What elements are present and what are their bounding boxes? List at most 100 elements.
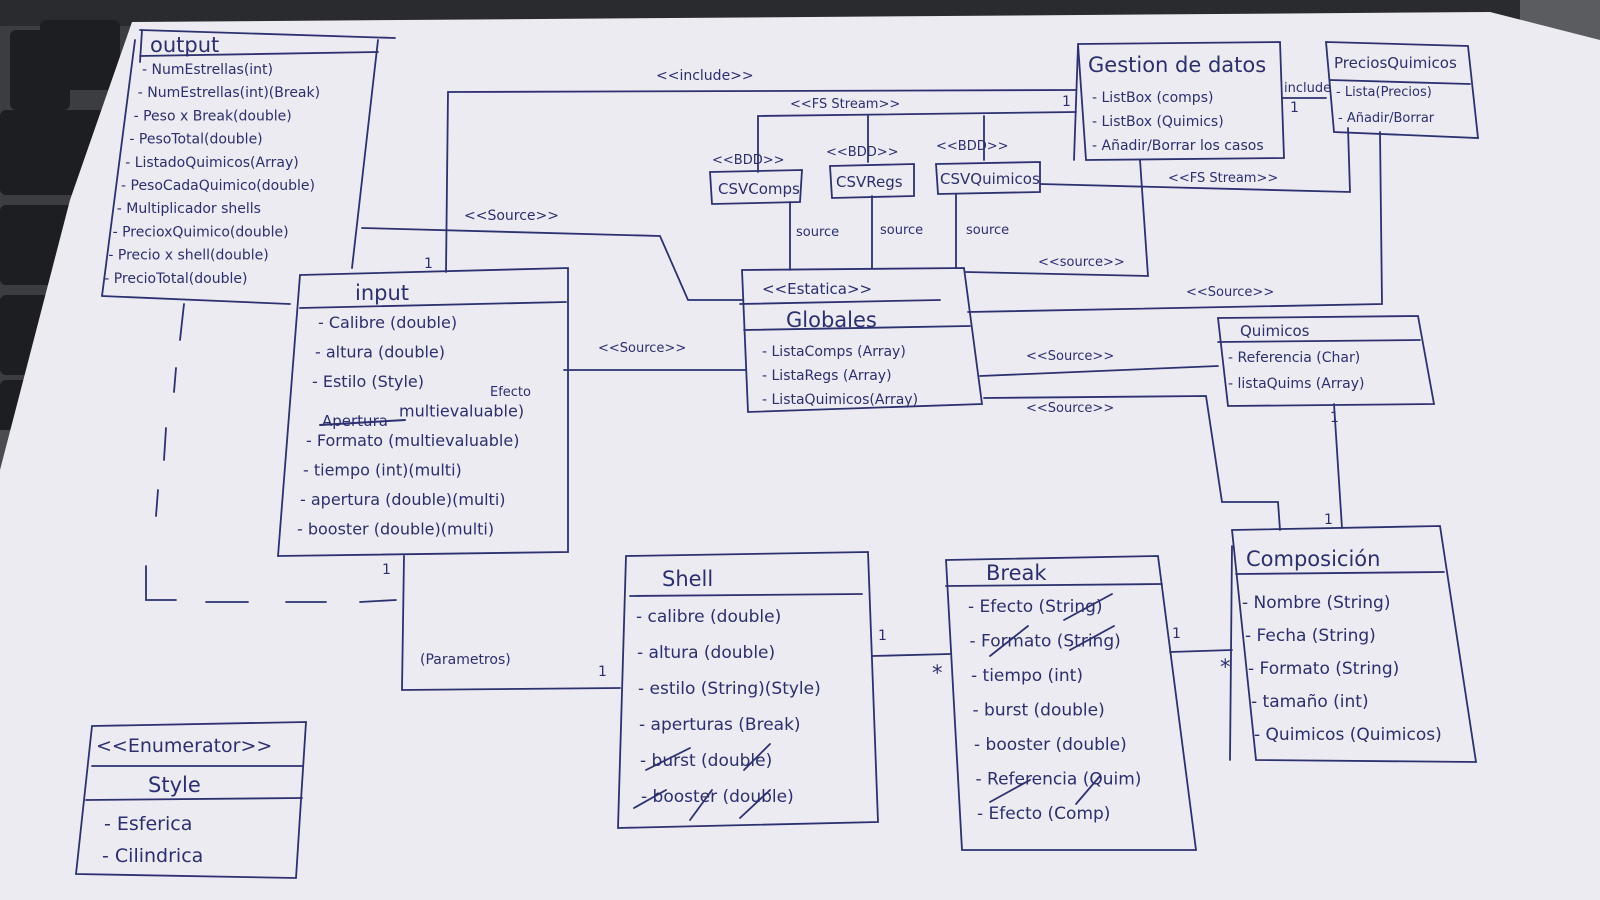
output-attribute-list: - NumEstrellas(int) - NumEstrellas(int)(B… <box>104 62 320 287</box>
composicion-attribute-2: - Formato (String) <box>1248 659 1399 679</box>
label-source-precios: <<Source>> <box>1186 285 1274 300</box>
output-title: output <box>150 33 219 57</box>
globales-attribute-1: - ListaRegs (Array) <box>762 368 892 384</box>
break-attribute-2: - tiempo (int) <box>971 666 1083 686</box>
quimicos-attribute-list: - Referencia (Char) - listaQuims (Array) <box>1228 350 1364 392</box>
label-source-gd: <<source>> <box>1038 255 1125 270</box>
globales-attribute-list: - ListaComps (Array) - ListaRegs (Array) -… <box>762 344 918 408</box>
shell-title: Shell <box>662 567 713 591</box>
mult-break-comp-1: 1 <box>1172 626 1181 642</box>
paper-sheet <box>0 12 1600 900</box>
gestion-attribute-list: - ListBox (comps) - ListBox (Quimics) - Añ… <box>1092 90 1264 154</box>
output-attribute-1: - NumEstrellas(int)(Break) <box>138 85 320 101</box>
class-globales: <<Estatica>> Globales <box>739 267 984 413</box>
composicion-attribute-0: - Nombre (String) <box>1242 593 1390 613</box>
class-output: output <box>101 29 396 305</box>
break-attribute-6: - Efecto (Comp) <box>977 804 1110 824</box>
input-attribute-7: - booster (double)(multi) <box>297 520 494 539</box>
output-attribute-3: - PesoTotal(double) <box>129 132 262 148</box>
composicion-attribute-1: - Fecha (String) <box>1245 626 1376 646</box>
quimicos-title: Quimicos <box>1240 322 1310 340</box>
quimicos-attribute-0: - Referencia (Char) <box>1228 350 1360 366</box>
mult-quimicos-1: 1 <box>1330 410 1339 426</box>
label-src-quims: source <box>966 223 1009 238</box>
output-attribute-2: - Peso x Break(double) <box>134 108 292 124</box>
mult-gestion-1: 1 <box>1062 94 1071 110</box>
break-attribute-list: - Efecto (String)- Formato (String)- tie… <box>968 597 1141 824</box>
mult-input-top-1: 1 <box>424 256 433 272</box>
class-precios-quimicos: PreciosQuimicos <box>1325 41 1480 139</box>
output-attribute-9: - PrecioTotal(double) <box>104 271 247 287</box>
style-title: Style <box>148 773 201 797</box>
composicion-title: Composición <box>1246 547 1380 571</box>
output-attribute-7: - PrecioxQuimico(double) <box>113 224 289 240</box>
precios-attribute-1: - Añadir/Borrar <box>1338 111 1435 126</box>
class-input: input Efecto Apertura <box>277 267 569 557</box>
label-source-quim1: <<Source>> <box>1026 349 1114 364</box>
gestion-attribute-2: - Añadir/Borrar los casos <box>1092 138 1264 154</box>
mult-comp-top-1: 1 <box>1324 512 1333 528</box>
csv-regs-name: CSVRegs <box>836 173 903 191</box>
input-attribute-2: - Estilo (Style) <box>312 372 424 391</box>
input-title: input <box>355 281 409 305</box>
globales-stereotype: <<Estatica>> <box>762 280 872 298</box>
style-stereotype: <<Enumerator>> <box>96 735 272 757</box>
composicion-attribute-3: - tamaño (int) <box>1251 692 1369 712</box>
break-attribute-1: - Formato (String) <box>970 632 1121 652</box>
shell-attribute-4: - burst (double) <box>640 751 772 771</box>
shell-attribute-1: - altura (double) <box>637 643 775 663</box>
csv-comps-stereotype: <<BDD>> <box>712 153 785 168</box>
relation-lines <box>145 89 1383 691</box>
csv-regs-stereotype: <<BDD>> <box>826 145 899 160</box>
quimicos-attribute-1: - listaQuims (Array) <box>1228 376 1364 392</box>
shell-attribute-0: - calibre (double) <box>636 607 781 627</box>
mult-comp-many: * <box>1220 655 1231 679</box>
mult-input-bottom-1: 1 <box>382 562 391 578</box>
input-attribute-0: - Calibre (double) <box>318 313 457 332</box>
label-parametros: (Parametros) <box>420 652 511 668</box>
output-attribute-5: - PesoCadaQuimico(double) <box>121 178 315 194</box>
input-attribute-4: - Formato (multievaluable) <box>306 431 519 450</box>
csv-comps-box: <<BDD>> CSVComps <box>709 153 803 205</box>
mult-break-many: * <box>932 661 943 685</box>
class-composicion: Composición <box>1229 525 1478 763</box>
output-attribute-8: - Precio x shell(double) <box>108 248 268 264</box>
label-include-side: include <box>1284 81 1331 96</box>
mult-shell-break-1: 1 <box>878 628 887 644</box>
shell-attribute-list: - calibre (double)- altura (double)- est… <box>636 607 821 807</box>
globales-attribute-2: - ListaQuimicos(Array) <box>762 392 918 408</box>
style-value-0: - Esferica <box>104 813 192 835</box>
globales-attribute-0: - ListaComps (Array) <box>762 344 906 360</box>
precios-attribute-0: - Lista(Precios) <box>1336 85 1432 100</box>
input-attribute-5: - tiempo (int)(multi) <box>303 461 462 480</box>
gestion-attribute-0: - ListBox (comps) <box>1092 90 1213 106</box>
class-gestion-datos: Gestion de datos <box>1073 41 1285 161</box>
globales-title: Globales <box>786 308 877 332</box>
class-style-enum: <<Enumerator>> Style <box>74 721 307 879</box>
mult-precios-1: 1 <box>1290 100 1299 116</box>
csv-quimicos-name: CSVQuimicos <box>940 170 1040 188</box>
label-source-quim2: <<Source>> <box>1026 401 1114 416</box>
label-src-comps: source <box>796 225 839 240</box>
multiplicities: 1 1 1 1 1 1 * 1 * 1 1 <box>382 94 1339 685</box>
relation-labels: <<include>> include <<FS Stream>> <<FS S… <box>420 68 1331 668</box>
csv-quimicos-box: <<BDD>> CSVQuimicos <box>935 139 1041 195</box>
mult-shell-1: 1 <box>598 664 607 680</box>
gestion-attribute-1: - ListBox (Quimics) <box>1092 114 1224 130</box>
output-attribute-0: - NumEstrellas(int) <box>142 62 273 78</box>
output-attribute-4: - ListadoQuimicos(Array) <box>125 155 299 171</box>
style-value-list: - Esferica- Cilindrica <box>102 813 203 867</box>
csv-quimicos-stereotype: <<BDD>> <box>936 139 1009 154</box>
class-quimicos: Quimicos <box>1216 315 1436 407</box>
input-attribute-1: - altura (double) <box>315 343 445 362</box>
output-attribute-6: - Multiplicador shells <box>117 201 261 217</box>
csv-regs-box: <<BDD>> CSVRegs <box>826 145 915 199</box>
label-src-regs: source <box>880 223 923 238</box>
precios-title: PreciosQuimicos <box>1334 54 1457 72</box>
input-struck-apertura: Apertura <box>322 412 388 430</box>
shell-attribute-5: - booster (double) <box>641 787 794 807</box>
label-include-top: <<include>> <box>656 68 754 84</box>
class-shell: Shell <box>617 551 879 829</box>
input-attribute-list: - Calibre (double) - altura (double) - Est… <box>297 313 524 539</box>
